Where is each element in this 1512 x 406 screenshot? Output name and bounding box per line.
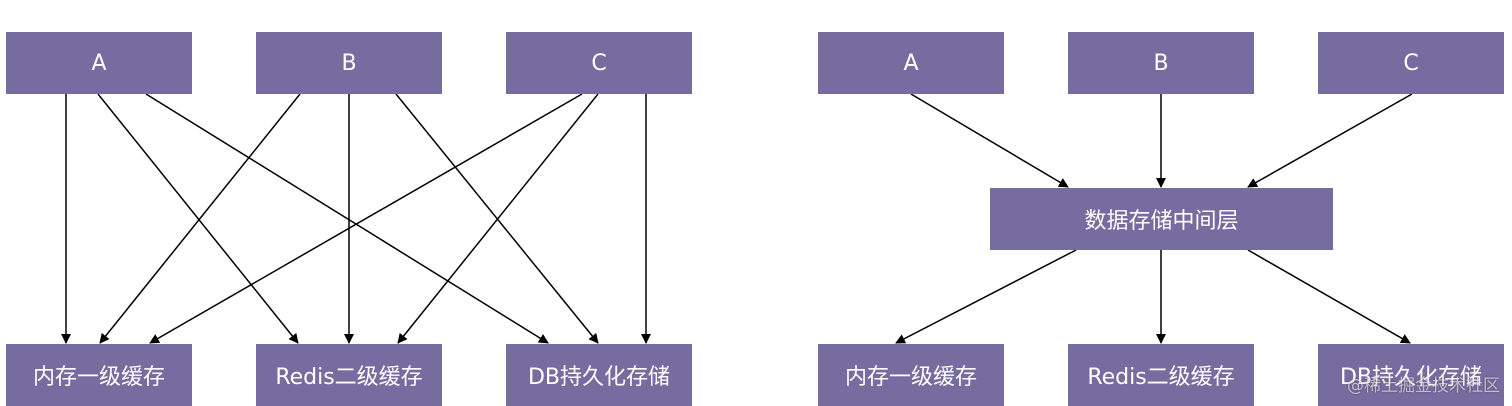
- left-edge-a-to-redis: [97, 93, 299, 344]
- right-edge-c-to-mid: [1247, 93, 1413, 188]
- left-node-db-storage: DB持久化存储: [506, 344, 692, 406]
- right-node-redis-cache: Redis二级缓存: [1068, 344, 1254, 406]
- right-node-storage-middle-layer: 数据存储中间层: [990, 188, 1333, 250]
- left-node-redis-cache: Redis二级缓存: [256, 344, 442, 406]
- left-edge-c-to-mem: [149, 93, 583, 344]
- right-edge-a-to-mid: [910, 93, 1069, 188]
- left-edge-b-to-mem: [99, 93, 301, 344]
- left-node-b: B: [256, 32, 442, 94]
- left-node-memory-cache: 内存一级缓存: [6, 344, 192, 406]
- left-edge-c-to-redis: [397, 93, 599, 344]
- right-node-db-storage: DB持久化存储: [1318, 344, 1504, 406]
- right-node-memory-cache: 内存一级缓存: [818, 344, 1004, 406]
- right-edge-mid-to-db: [1247, 249, 1411, 344]
- left-edge-a-to-db: [145, 93, 549, 344]
- right-node-b: B: [1068, 32, 1254, 94]
- left-edge-b-to-db: [395, 93, 599, 344]
- left-node-a: A: [6, 32, 192, 94]
- left-node-c: C: [506, 32, 692, 94]
- right-node-a: A: [818, 32, 1004, 94]
- right-edge-mid-to-mem: [895, 249, 1077, 344]
- right-node-c: C: [1318, 32, 1504, 94]
